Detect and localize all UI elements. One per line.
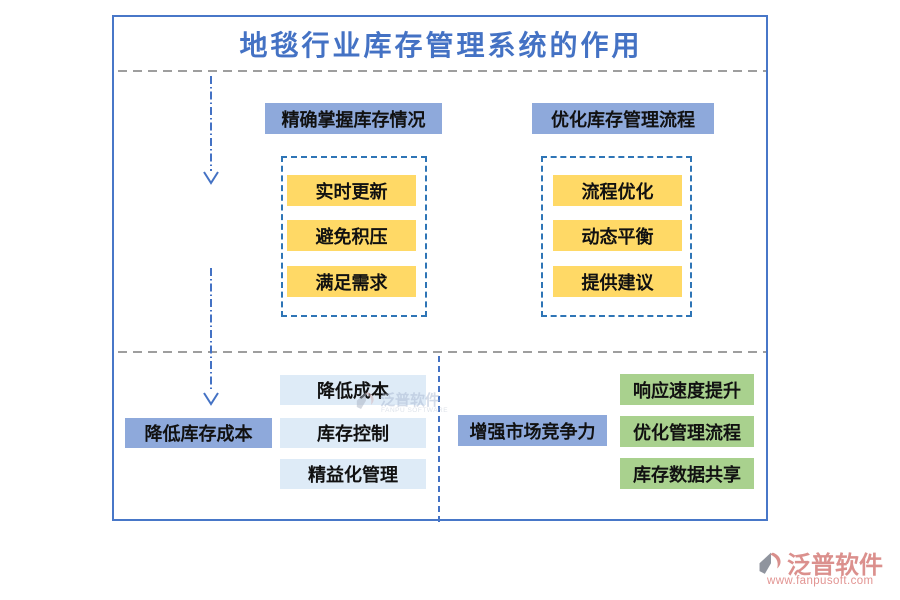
flow-item: 精益化管理 bbox=[280, 459, 426, 489]
flow-item: 流程优化 bbox=[553, 175, 682, 206]
footer-brand: 泛普软件 bbox=[787, 552, 883, 579]
flow-item: 降低成本 bbox=[280, 375, 426, 405]
fanpu-logo-icon bbox=[759, 552, 781, 574]
footer-website: www.fanpusoft.com bbox=[767, 575, 874, 587]
flow-item: 动态平衡 bbox=[553, 220, 682, 251]
header-competitiveness: 增强市场竞争力 bbox=[458, 415, 607, 446]
page-title: 地毯行业库存管理系统的作用 bbox=[239, 30, 643, 61]
diagram-frame bbox=[112, 15, 768, 521]
group-inventory-status bbox=[281, 156, 427, 317]
header-optimize-process: 优化库存管理流程 bbox=[532, 103, 714, 134]
flow-item: 实时更新 bbox=[287, 175, 416, 206]
flow-item: 库存控制 bbox=[280, 418, 426, 448]
watermark-brand: 泛普软件 bbox=[380, 392, 441, 409]
flow-item: 避免积压 bbox=[287, 220, 416, 251]
header-inventory-status: 精确掌握库存情况 bbox=[265, 103, 442, 134]
flow-item: 提供建议 bbox=[553, 266, 682, 297]
watermark-logo-icon bbox=[356, 392, 374, 410]
flow-item: 满足需求 bbox=[287, 266, 416, 297]
center-watermark: 泛普软件 FANPU SOFTWARE bbox=[354, 389, 464, 423]
watermark-brand-en: FANPU SOFTWARE bbox=[381, 407, 449, 414]
flow-item: 优化管理流程 bbox=[620, 416, 754, 447]
group-optimize-process bbox=[541, 156, 692, 317]
fanpu-logo: 泛普软件 www.fanpusoft.com bbox=[756, 548, 896, 593]
flow-item: 库存数据共享 bbox=[620, 458, 754, 489]
flow-item: 响应速度提升 bbox=[620, 374, 754, 405]
header-reduce-cost: 降低库存成本 bbox=[125, 418, 272, 448]
